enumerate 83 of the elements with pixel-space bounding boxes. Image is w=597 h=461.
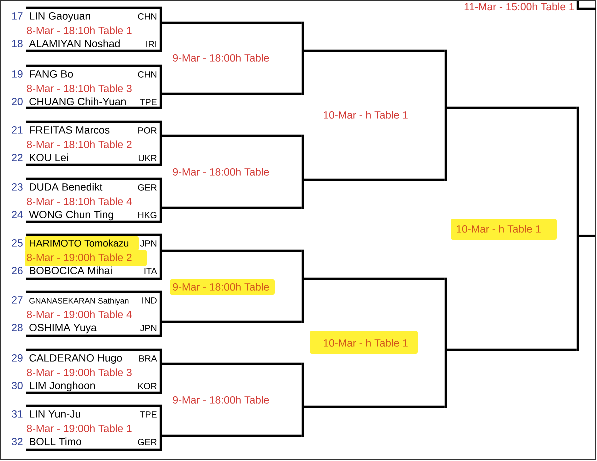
player-name: LIN Yun-Ju (30, 410, 80, 418)
country-code: IRI (146, 41, 156, 48)
match-time: 9-Mar - 18:00h Table (173, 396, 270, 404)
country-code: CHN (138, 72, 157, 78)
bracket-line (304, 178, 445, 182)
player-name: CHUANG Chih-Yuan (30, 98, 126, 106)
match-time: 10-Mar - h Table 1 (324, 111, 408, 119)
bracket-bar (302, 134, 304, 210)
player-name: GNANASEKARAN Sathiyan (30, 298, 129, 306)
country-code: TPE (140, 412, 157, 418)
seed-number: 22 (12, 154, 23, 162)
player-name: DUDA Benedikt (30, 183, 103, 191)
match-time: 8-Mar - 18:10h Table 4 (27, 198, 132, 206)
bracket-line (447, 106, 577, 110)
seed-number: 21 (12, 126, 23, 134)
bracket-line (161, 362, 302, 366)
bracket-line (447, 348, 577, 352)
player-name: LIN Gaoyuan (30, 12, 90, 22)
bracket-line (161, 250, 302, 252)
seed-number: 17 (12, 12, 23, 20)
bracket-line (161, 134, 302, 138)
country-code: KOR (138, 383, 157, 390)
player-name: BOLL Timo (30, 438, 82, 446)
bracket-line (161, 320, 302, 324)
match-time: 9-Mar - 18:00h Table (173, 283, 270, 291)
bracket-line (304, 50, 445, 52)
player-name: FREITAS Marcos (30, 126, 110, 134)
country-code: UKR (139, 155, 157, 162)
match-time: 9-Mar - 18:00h Table (173, 168, 270, 176)
bracket-line (161, 92, 302, 96)
bracket-line (161, 22, 302, 24)
bracket-bar (302, 250, 304, 324)
seed-number: 31 (12, 410, 23, 418)
bracket-line (579, 234, 596, 238)
player-name: OSHIMA Yuya (30, 324, 97, 334)
player-name: LIM Jonghoon (30, 382, 96, 392)
seed-number: 28 (12, 324, 23, 332)
seed-number: 20 (12, 98, 23, 106)
match-time: 8-Mar - 18:10h Table 2 (27, 140, 132, 148)
seed-number: 26 (12, 267, 23, 275)
bracket-line (161, 206, 302, 210)
country-code: JPN (140, 325, 157, 332)
match-time: 8-Mar - 19:00h Table 3 (27, 368, 132, 376)
country-code: BRA (140, 356, 158, 362)
country-code: GER (138, 439, 157, 446)
country-code: JPN (140, 240, 157, 247)
match-time: 10-Mar - h Table 1 (457, 225, 541, 233)
player-name: BOBOCICA Mihai (30, 266, 112, 275)
country-code: GER (138, 184, 157, 191)
match-time: 11-Mar - 15:00h Table 1 (464, 2, 574, 11)
player-name: HARIMOTO Tomokazu (30, 240, 129, 247)
seed-number: 30 (12, 382, 23, 390)
seed-number: 32 (12, 438, 23, 446)
bracket-line (304, 406, 445, 408)
country-code: TPE (140, 99, 157, 106)
match-time: 8-Mar - 19:00h Table 2 (27, 254, 132, 262)
match-time: 9-Mar - 18:00h Table (173, 54, 270, 62)
country-code: HKG (138, 212, 157, 218)
player-name: WONG Chun Ting (29, 210, 114, 221)
player-name: CALDERANO Hugo (30, 354, 122, 364)
seed-number: 23 (12, 183, 23, 191)
match-time: 8-Mar - 18:10h Table 3 (27, 84, 132, 92)
player-name: KOU Lei (30, 154, 68, 162)
seed-number: 18 (12, 40, 23, 48)
bracket-bar (302, 22, 304, 96)
country-code: IND (142, 298, 157, 304)
bracket-bar (302, 362, 304, 438)
bracket-line (304, 278, 445, 280)
seed-number: 24 (12, 211, 23, 218)
seed-number: 25 (12, 239, 23, 247)
seed-number: 19 (12, 70, 23, 78)
match-time: 8-Mar - 19:00h Table 4 (27, 310, 132, 318)
seed-number: 29 (12, 354, 23, 362)
match-time: 8-Mar - 18:10h Table 1 (27, 26, 132, 34)
match-time: 10-Mar - h Table 1 (324, 339, 408, 347)
bracket-line (161, 434, 302, 438)
country-code: ITA (144, 268, 158, 274)
player-name: FANG Bo (30, 70, 74, 78)
country-code: CHN (138, 14, 157, 20)
player-name: ALAMIYAN Noshad (29, 40, 120, 48)
match-time: 8-Mar - 19:00h Table 1 (27, 424, 132, 432)
country-code: POR (138, 128, 157, 134)
seed-number: 27 (12, 296, 23, 304)
